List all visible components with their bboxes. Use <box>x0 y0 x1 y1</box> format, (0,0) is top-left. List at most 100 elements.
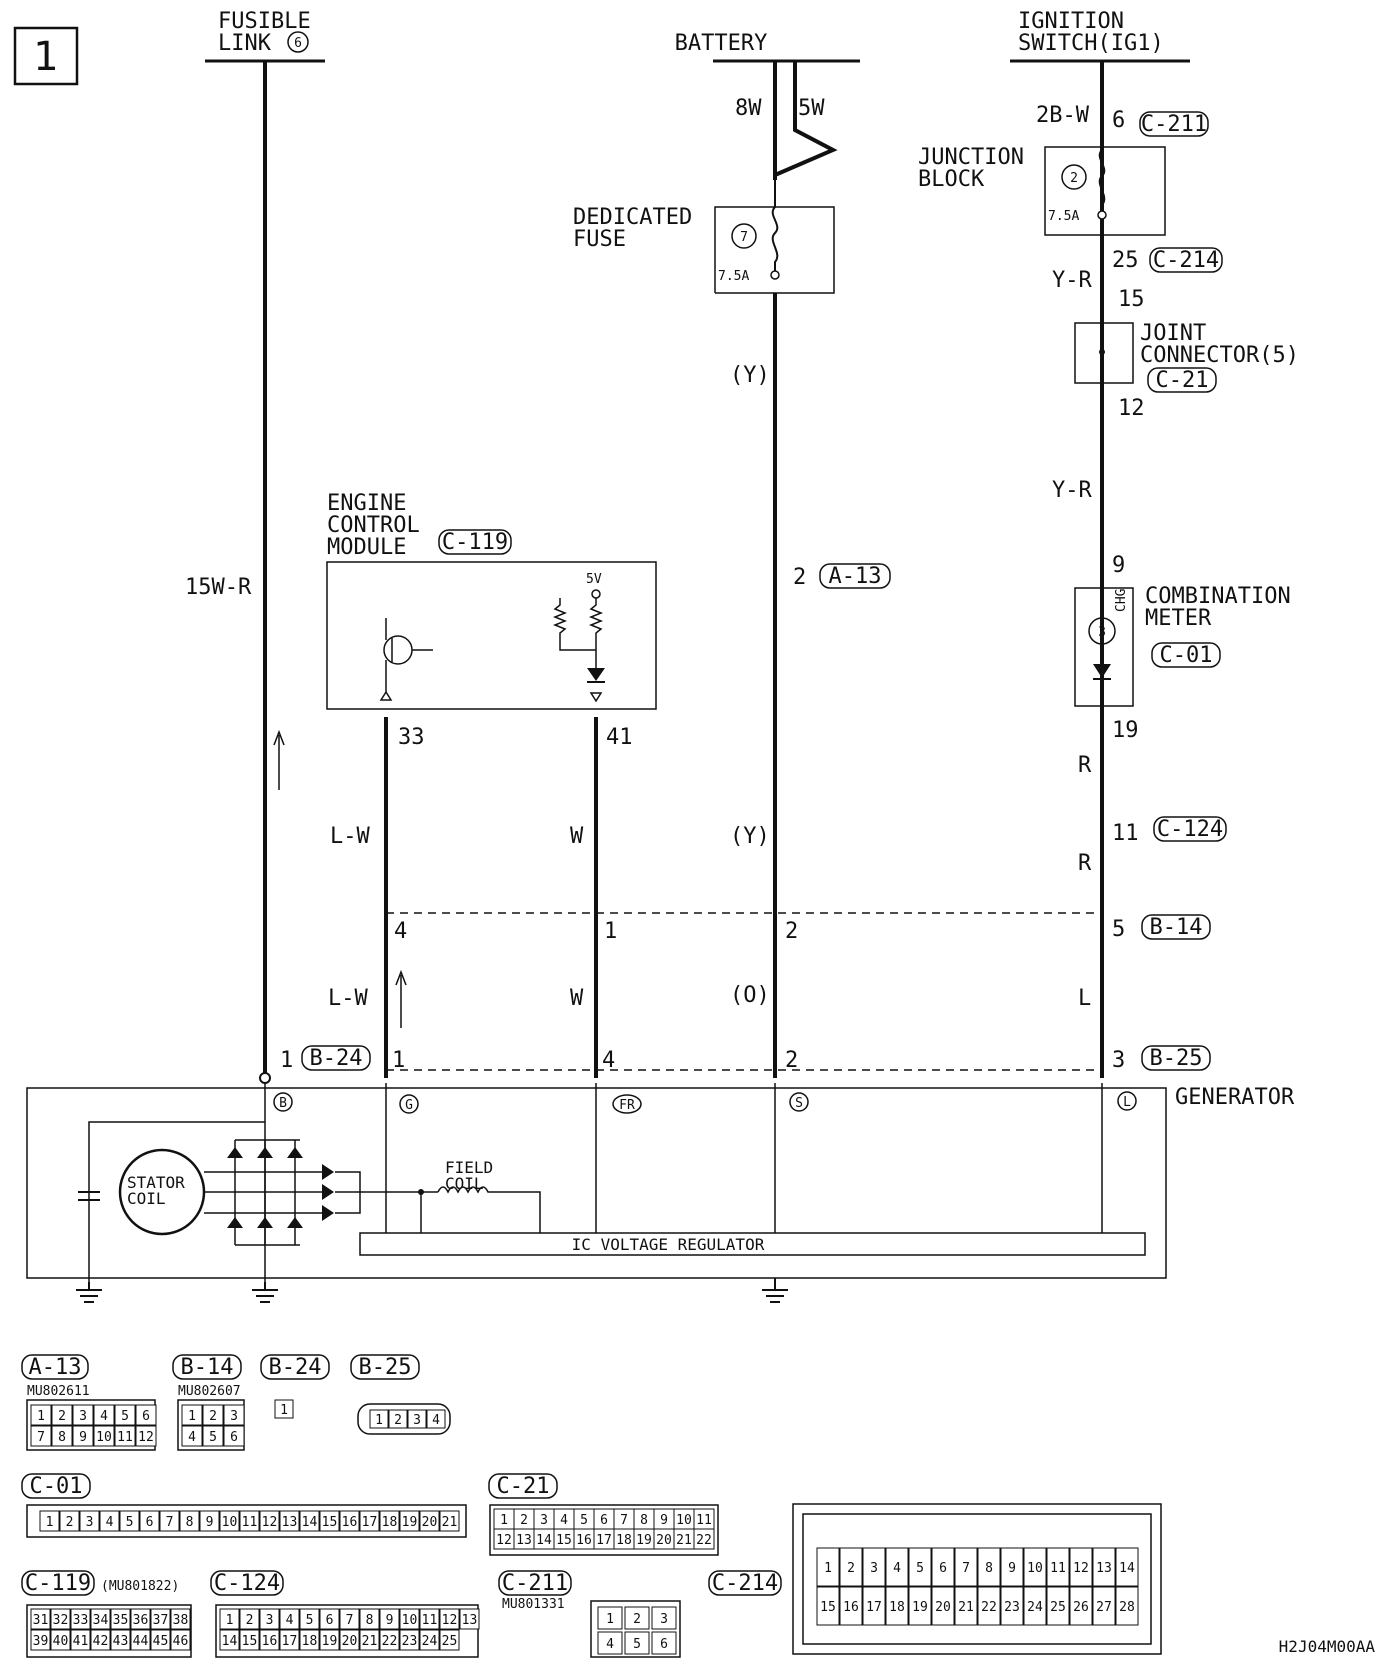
connector-pin-cell <box>72 1404 94 1426</box>
connector-pin-label: 2 <box>246 1613 254 1628</box>
connector-pin-cell <box>359 1608 380 1630</box>
pin-numbers: 6 25 15 12 9 19 11 5 3 2 2 2 33 41 4 1 1… <box>280 108 1145 1073</box>
connector-pin-label: 6 <box>660 1637 668 1652</box>
connector-pin-label: 4 <box>432 1413 440 1428</box>
battery-source: BATTERY <box>675 31 860 63</box>
connector-pin-label: 1 <box>37 1409 45 1424</box>
connector-pin-label: 1 <box>46 1515 54 1530</box>
face-c214-inner <box>802 1513 1152 1645</box>
connector-pin-cell <box>908 1547 932 1587</box>
connector-pin-label: 9 <box>206 1515 214 1530</box>
connector-pin-cell <box>50 1608 71 1630</box>
connector-pin-label: 18 <box>616 1533 632 1548</box>
connector-pin-label: 36 <box>133 1613 149 1628</box>
face-c01-ref-box <box>21 1473 91 1499</box>
face-b24-pins: 1 <box>274 1399 294 1419</box>
connector-pin-cell <box>388 1409 408 1429</box>
connector-pin-label: 5 <box>633 1637 641 1652</box>
connector-pin-cell <box>1115 1586 1139 1626</box>
wire-label-5w: 5W <box>798 96 825 121</box>
page-number: 1 <box>33 34 58 80</box>
connector-pin-label: 20 <box>656 1533 672 1548</box>
connector-pin-cell <box>399 1629 420 1651</box>
connector-pin-label: 19 <box>402 1515 418 1530</box>
ref-c214: C-214 <box>1153 248 1219 273</box>
connector-pin-label: 4 <box>606 1637 614 1652</box>
connector-pin-cell <box>359 1510 380 1532</box>
pin-ig-12: 12 <box>1118 396 1145 421</box>
connector-pin-label: 5 <box>306 1613 314 1628</box>
generator-label: GENERATOR <box>1175 1085 1295 1110</box>
connector-pin-label: 7 <box>166 1515 174 1530</box>
pin-w-4: 4 <box>602 1048 615 1073</box>
chg-label: CHG <box>1114 588 1129 612</box>
connector-pin-label: 15 <box>322 1515 338 1530</box>
diagram-code: H2J04M00AA <box>1279 1637 1376 1656</box>
face-c21 <box>489 1504 719 1556</box>
connector-pin-label: 22 <box>696 1533 712 1548</box>
connector-pin-cell <box>239 1510 260 1532</box>
dedicated-fuse-num-circle <box>731 223 757 249</box>
connector-pin-label: 4 <box>560 1513 568 1528</box>
face-c214-ref: C-214 <box>712 1571 778 1596</box>
battery-label: BATTERY <box>675 31 768 56</box>
rectifier-diodes <box>227 1147 334 1228</box>
face-c211 <box>590 1600 681 1658</box>
pin-lw-1: 1 <box>392 1048 405 1073</box>
connector-pin-label: 6 <box>142 1409 150 1424</box>
fusible-link-num-circle <box>287 31 309 53</box>
ecm-box <box>326 561 657 710</box>
connector-pin-cell <box>839 1547 863 1587</box>
connector-pin-cell <box>426 1409 446 1429</box>
terminal-fr: FR <box>619 1098 635 1113</box>
connector-pin-cell <box>279 1510 300 1532</box>
connector-pin-cell <box>279 1629 300 1651</box>
connector-pin-cell <box>114 1425 136 1447</box>
ref-b25-box <box>1141 1045 1211 1071</box>
connector-pin-cell <box>259 1510 280 1532</box>
face-c01 <box>26 1504 467 1538</box>
face-a13-part: MU802611 <box>27 1384 90 1399</box>
face-c211-ref: C-211 <box>502 1571 568 1596</box>
ref-c211: C-211 <box>1141 112 1207 137</box>
connector-pin-cell <box>135 1404 157 1426</box>
meter-diode-icon <box>1093 664 1111 678</box>
connector-pin-cell <box>93 1404 115 1426</box>
ecm-ground-icon <box>379 690 393 701</box>
ecm-resistor-1 <box>552 598 596 651</box>
connector-pin-label: 9 <box>660 1513 668 1528</box>
connector-pin-label: 21 <box>676 1533 692 1548</box>
face-c214 <box>792 1503 1162 1655</box>
wire-label-y2: (Y) <box>730 824 770 849</box>
connector-pin-label: 24 <box>422 1634 438 1649</box>
face-c01-ref: C-01 <box>30 1474 83 1499</box>
ecm-ground-icon-2 <box>589 692 603 703</box>
connector-pin-label: 26 <box>1073 1600 1089 1615</box>
terminal-g-circle <box>399 1094 419 1114</box>
terminal-l-circle <box>1117 1091 1137 1111</box>
connector-pin-label: 10 <box>1027 1561 1043 1576</box>
connector-pin-label: 43 <box>113 1634 129 1649</box>
connector-pin-cell <box>977 1586 1001 1626</box>
connector-pin-cell <box>181 1425 203 1447</box>
connector-pin-cell <box>439 1510 460 1532</box>
connector-pin-label: 9 <box>1008 1561 1016 1576</box>
connector-pin-cell <box>339 1608 360 1630</box>
connector-pin-label: 34 <box>93 1613 109 1628</box>
connector-pin-label: 20 <box>422 1515 438 1530</box>
wire-label-l: L <box>1078 986 1091 1011</box>
connector-pin-cell <box>1023 1586 1047 1626</box>
connector-pin-cell <box>114 1404 136 1426</box>
pin-fl-1: 1 <box>280 1048 293 1073</box>
connector-pin-label: 14 <box>302 1515 318 1530</box>
connector-pin-cell <box>219 1510 240 1532</box>
